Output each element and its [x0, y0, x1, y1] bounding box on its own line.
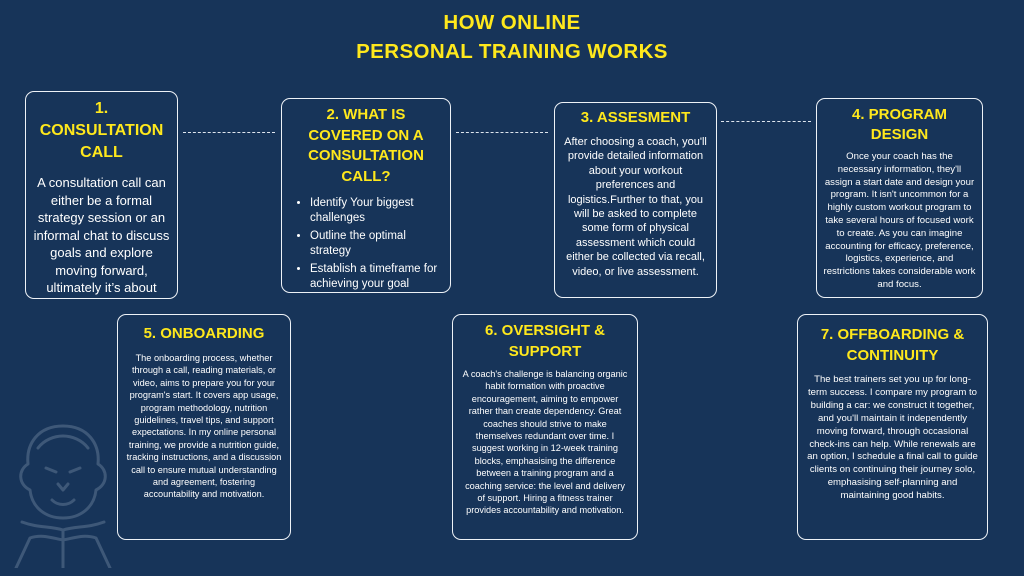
step-card-onboarding: 5. ONBOARDING The onboarding process, wh… [117, 314, 291, 540]
step-4-title: 4. PROGRAM DESIGN [851, 106, 947, 143]
step-1-text: A consultation call can either be a form… [33, 175, 170, 298]
step-card-what-is-covered: 2. WHAT IS COVERED ON A CONSULTATION CAL… [281, 98, 451, 293]
step-card-assessment: 3. ASSESMENT After choosing a coach, you… [554, 102, 717, 298]
step-2-bullet: Outline the optimal strategy [310, 229, 442, 259]
step-4-text: Once your coach has the necessary inform… [823, 151, 976, 290]
step-5-text: The onboarding process, whether through … [126, 353, 282, 500]
step-6-title: 6. OVERSIGHT & SUPPORT [484, 322, 606, 360]
step-3-title: 3. ASSESMENT [580, 109, 691, 126]
page-title-line-1: HOW ONLINE [443, 11, 581, 34]
step-6-text: A coach's challenge is balancing organic… [462, 369, 628, 516]
step-5-title: 5. ONBOARDING [143, 325, 265, 342]
page-title: HOW ONLINE PERSONAL TRAINING WORKS [0, 8, 1024, 66]
connector-2-3 [456, 132, 548, 133]
connector-3-4 [721, 121, 811, 122]
step-card-consultation-call: 1. CONSULTATION CALL A consultation call… [25, 91, 178, 299]
step-7-text: The best trainers set you up for long-te… [807, 374, 978, 502]
step-3-text: After choosing a coach, you'll provide d… [564, 136, 707, 278]
step-card-program-design: 4. PROGRAM DESIGN Once your coach has th… [816, 98, 983, 298]
step-7-title: 7. OFFBOARDING & CONTINUITY [820, 326, 965, 364]
step-card-oversight-support: 6. OVERSIGHT & SUPPORT A coach's challen… [452, 314, 638, 540]
step-1-title: 1. CONSULTATION CALL [39, 100, 164, 161]
step-2-title: 2. WHAT IS COVERED ON A CONSULTATION CAL… [308, 106, 424, 185]
step-2-bullet-list: Identify Your biggest challenges Outline… [290, 196, 442, 292]
connector-1-2 [183, 132, 275, 133]
page-title-line-2: PERSONAL TRAINING WORKS [356, 40, 668, 63]
step-2-bullet: Establish a timeframe for achieving your… [310, 262, 442, 292]
step-2-bullet: Identify Your biggest challenges [310, 196, 442, 226]
lion-logo-icon [14, 424, 112, 568]
step-card-offboarding-continuity: 7. OFFBOARDING & CONTINUITY The best tra… [797, 314, 988, 540]
